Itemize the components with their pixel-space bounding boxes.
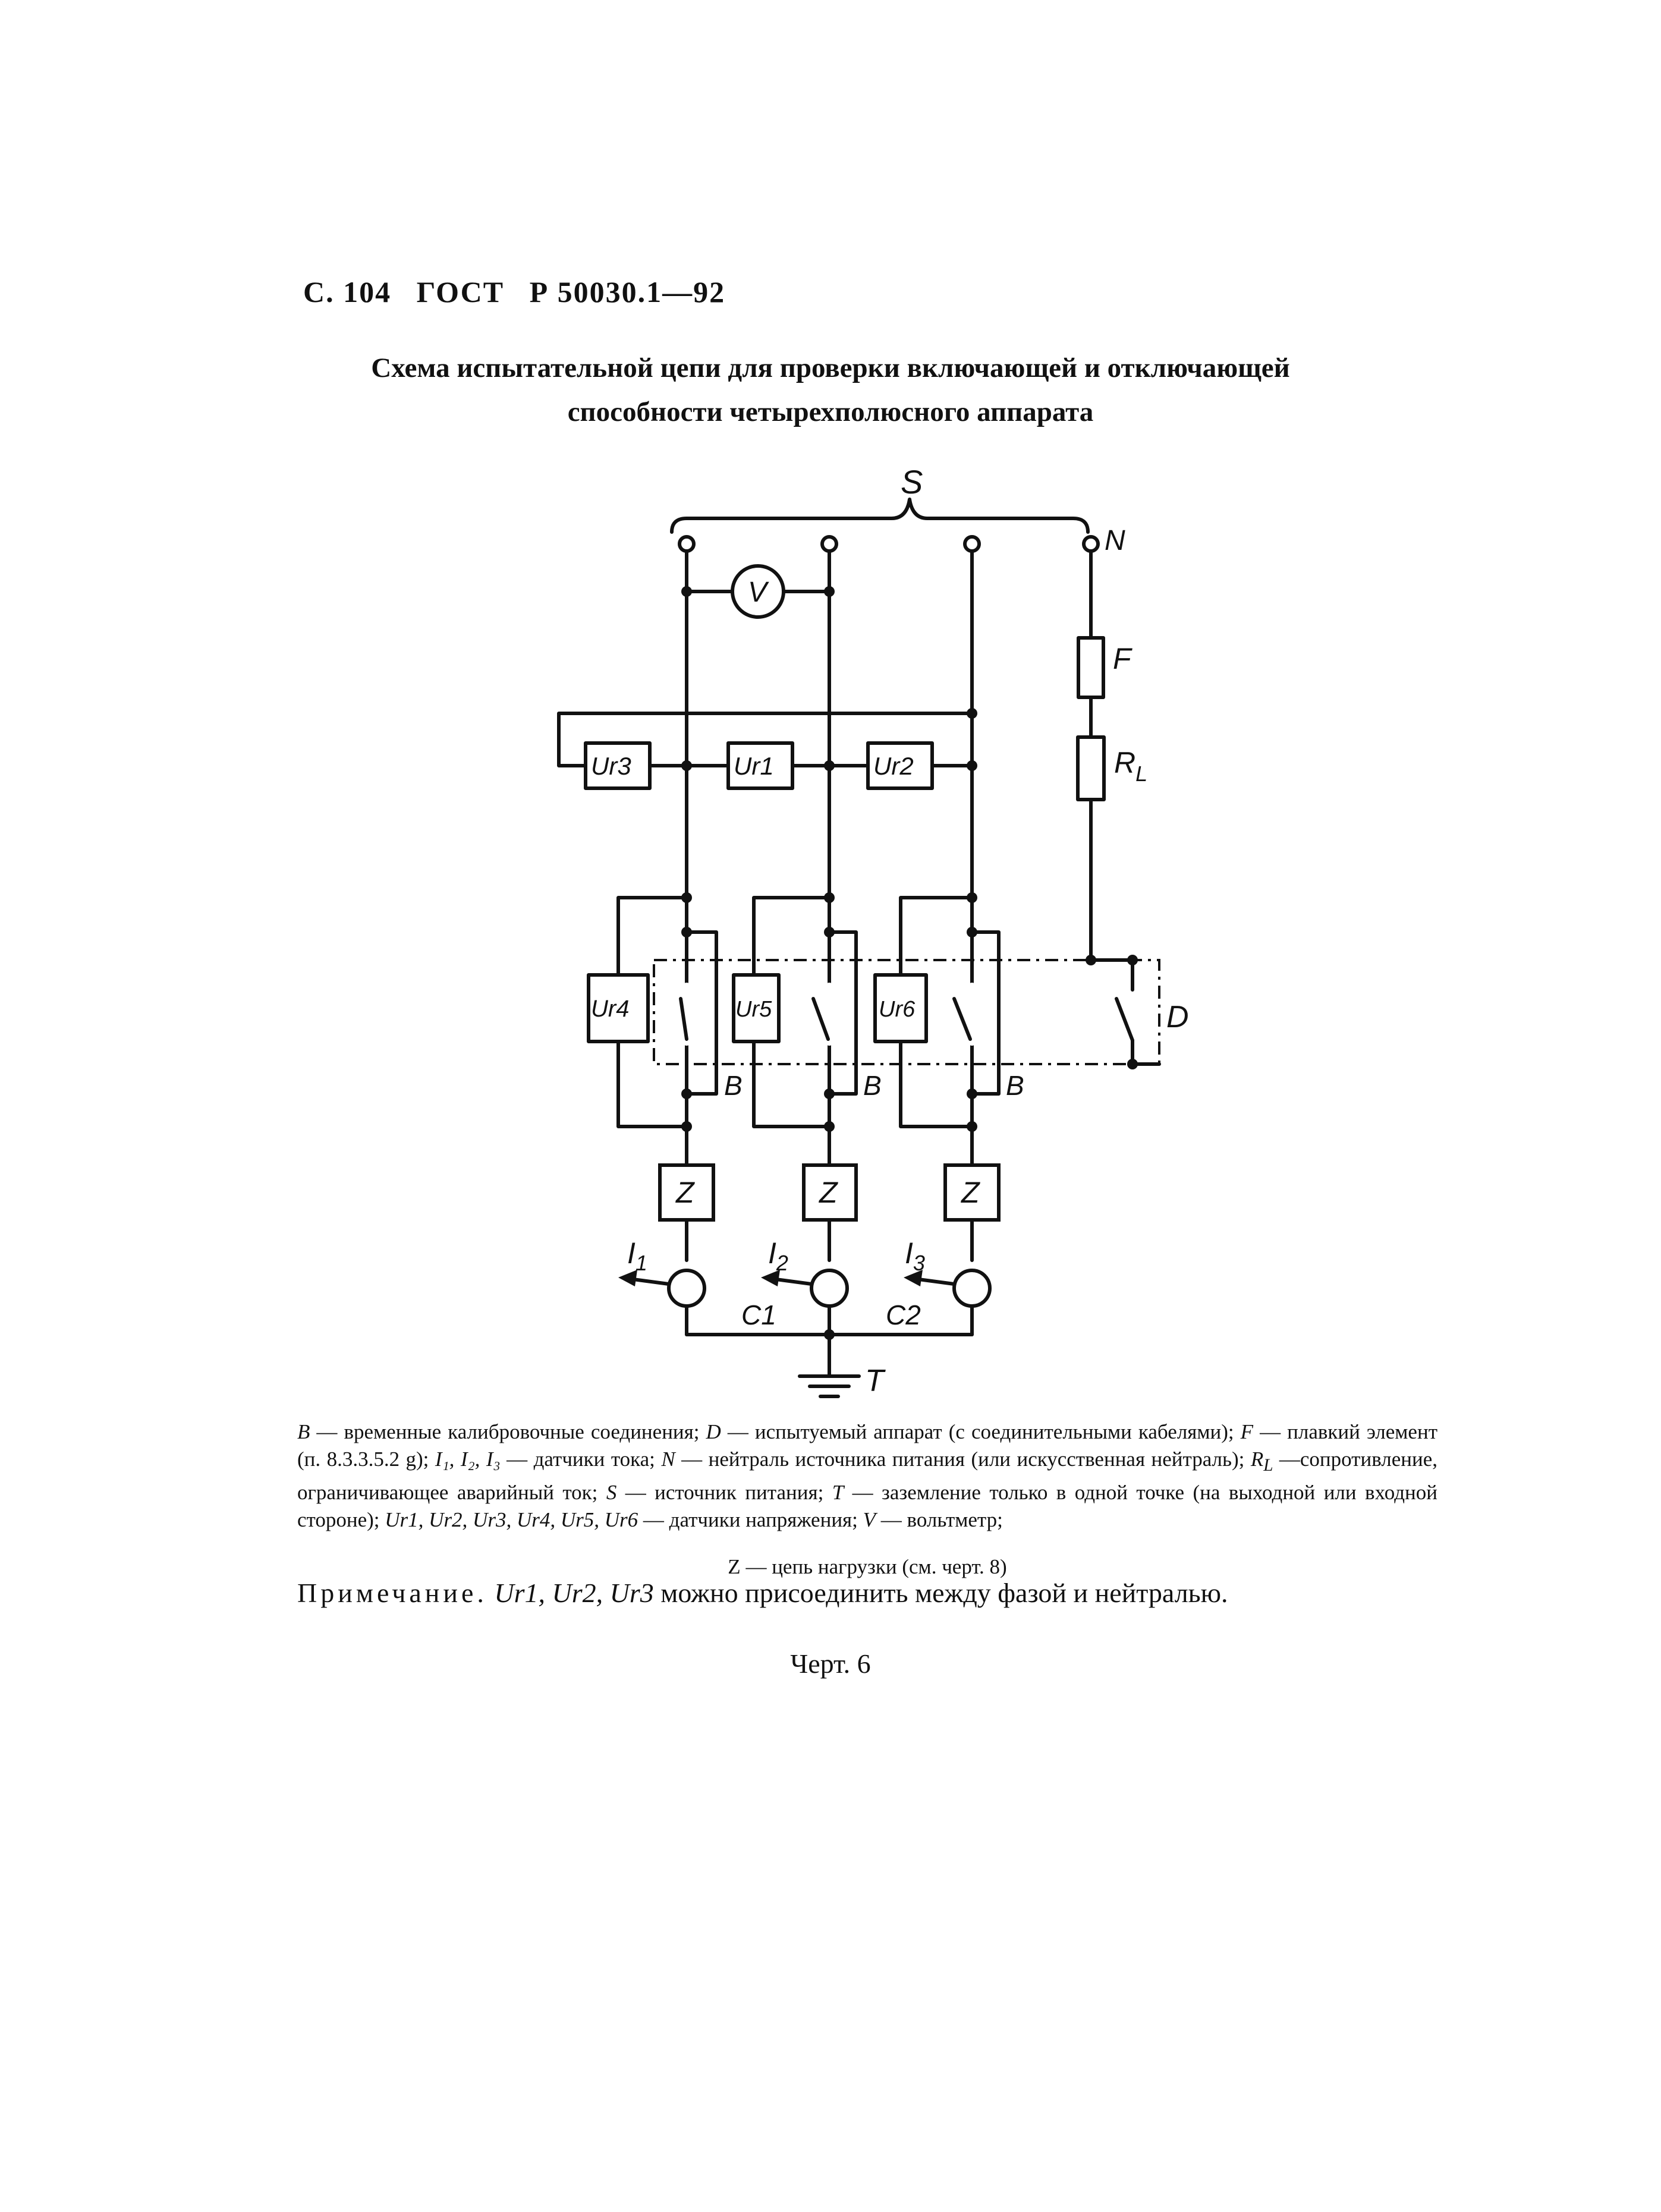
label-i2: I2: [768, 1236, 788, 1275]
switch-contact-1: [679, 997, 688, 1041]
terminal-phase-3: [963, 535, 981, 553]
label-ur6: Ur6: [879, 997, 916, 1022]
label-b2: B: [863, 1070, 882, 1101]
legend-ur-symbols: Ur1, Ur2, Ur3, Ur4, Ur5, Ur6: [385, 1508, 638, 1531]
legend-v-text: — вольтметр;: [876, 1508, 1003, 1531]
page-header: С. 104 ГОСТ Р 50030.1—92: [303, 275, 742, 309]
legend-d-symbol: D: [706, 1420, 721, 1443]
legend-i-text: — датчики тока;: [500, 1448, 662, 1471]
legend-s-text: — источник питания;: [616, 1481, 832, 1504]
label-voltmeter: V: [748, 577, 769, 608]
label-i1: I1: [627, 1236, 647, 1275]
figure-note: Примечание. Ur1, Ur2, Ur3 можно присоеди…: [297, 1575, 1437, 1611]
label-load-3: Z: [961, 1176, 980, 1209]
legend-z-text: — цепь нагрузки (см. черт. 8): [740, 1555, 1007, 1578]
label-source: S: [901, 463, 923, 501]
figure-legend-last-line: Z — цепь нагрузки (см. черт. 8): [297, 1555, 1437, 1579]
current-sensor-i2: [810, 1269, 849, 1308]
current-sensor-i3: [952, 1269, 992, 1308]
legend-n-symbol: N: [661, 1448, 675, 1471]
figure-title-line-1: Схема испытательной цепи для проверки вк…: [371, 353, 1290, 383]
label-resistor: RL: [1114, 746, 1147, 786]
figure-number: Черт. 6: [790, 1648, 871, 1679]
switch-contact-neutral: [1115, 997, 1134, 1042]
note-symbols: Ur1, Ur2, Ur3: [494, 1578, 654, 1608]
legend-v-symbol: V: [863, 1508, 876, 1531]
label-c2: C2: [886, 1299, 921, 1330]
figure-title-line-2: способности четырехполюсного аппарата: [567, 397, 1094, 427]
legend-t-text: — заземление только в одной точке (на вы…: [297, 1481, 1437, 1531]
legend-d-text: — испытуемый аппарат (с соединительными …: [721, 1420, 1241, 1443]
legend-r-text: —сопротивление, ограничивающее аварийный…: [297, 1448, 1438, 1504]
legend-f-text: — плавкий элемент (п. 8.3.3.5.2 g);: [297, 1420, 1437, 1471]
legend-n-text: — нейтраль источника питания (или искусс…: [675, 1448, 1251, 1471]
label-i3: I3: [905, 1236, 925, 1275]
label-ur5: Ur5: [735, 997, 772, 1022]
terminal-phase-1: [678, 535, 696, 553]
terminal-neutral: [1082, 535, 1100, 553]
note-label: Примечание.: [297, 1578, 487, 1608]
source-brace: [670, 498, 1090, 534]
legend-r-subscript: L: [1263, 1456, 1273, 1475]
standard-number: Р 50030.1—92: [529, 275, 726, 309]
legend-b-text: — временные калибровочные соединения;: [310, 1420, 706, 1443]
fuse: [1077, 636, 1105, 699]
legend-t-symbol: T: [832, 1481, 844, 1504]
legend-ur-text: — датчики напряжения;: [638, 1508, 863, 1531]
label-ground: T: [865, 1364, 886, 1398]
switch-contact-2: [811, 997, 830, 1041]
label-device: D: [1166, 1000, 1189, 1034]
legend-s-symbol: S: [606, 1481, 617, 1504]
resistor-rl: [1076, 735, 1106, 801]
voltage-sensor-ur5: [732, 973, 781, 1043]
standard-name: ГОСТ: [416, 275, 505, 309]
label-ur2: Ur2: [873, 752, 914, 780]
figure-legend: B — временные калибровочные соединения; …: [297, 1418, 1437, 1534]
switch-contact-3: [952, 997, 972, 1041]
label-b3: B: [1006, 1070, 1024, 1101]
legend-i-symbols: I₁, I₂, I₃: [435, 1448, 501, 1471]
legend-f-symbol: F: [1240, 1420, 1254, 1443]
label-b1: B: [724, 1070, 743, 1101]
page-number: С. 104: [303, 275, 392, 309]
note-text: можно присоединить между фазой и нейтрал…: [653, 1578, 1228, 1608]
label-ur4: Ur4: [591, 996, 629, 1022]
label-load-1: Z: [675, 1176, 695, 1209]
voltmeter: [731, 564, 785, 619]
label-ur1: Ur1: [734, 752, 774, 780]
legend-z-symbol: Z: [728, 1555, 741, 1578]
label-load-2: Z: [819, 1176, 838, 1209]
label-fuse: F: [1113, 642, 1132, 675]
current-sensor-i1: [667, 1269, 706, 1308]
legend-r-symbol: R: [1250, 1448, 1264, 1471]
circuit-diagram: S N V F RL Ur3 Ur1 Ur2 Ur4 Ur5 Ur6 B B B…: [557, 463, 1189, 1398]
label-c1: C1: [741, 1299, 776, 1330]
legend-b-symbol: B: [297, 1420, 310, 1443]
label-ur3: Ur3: [591, 752, 631, 780]
terminal-phase-2: [820, 535, 838, 553]
device-under-test-outline: [653, 959, 1160, 1065]
label-neutral: N: [1105, 525, 1125, 556]
